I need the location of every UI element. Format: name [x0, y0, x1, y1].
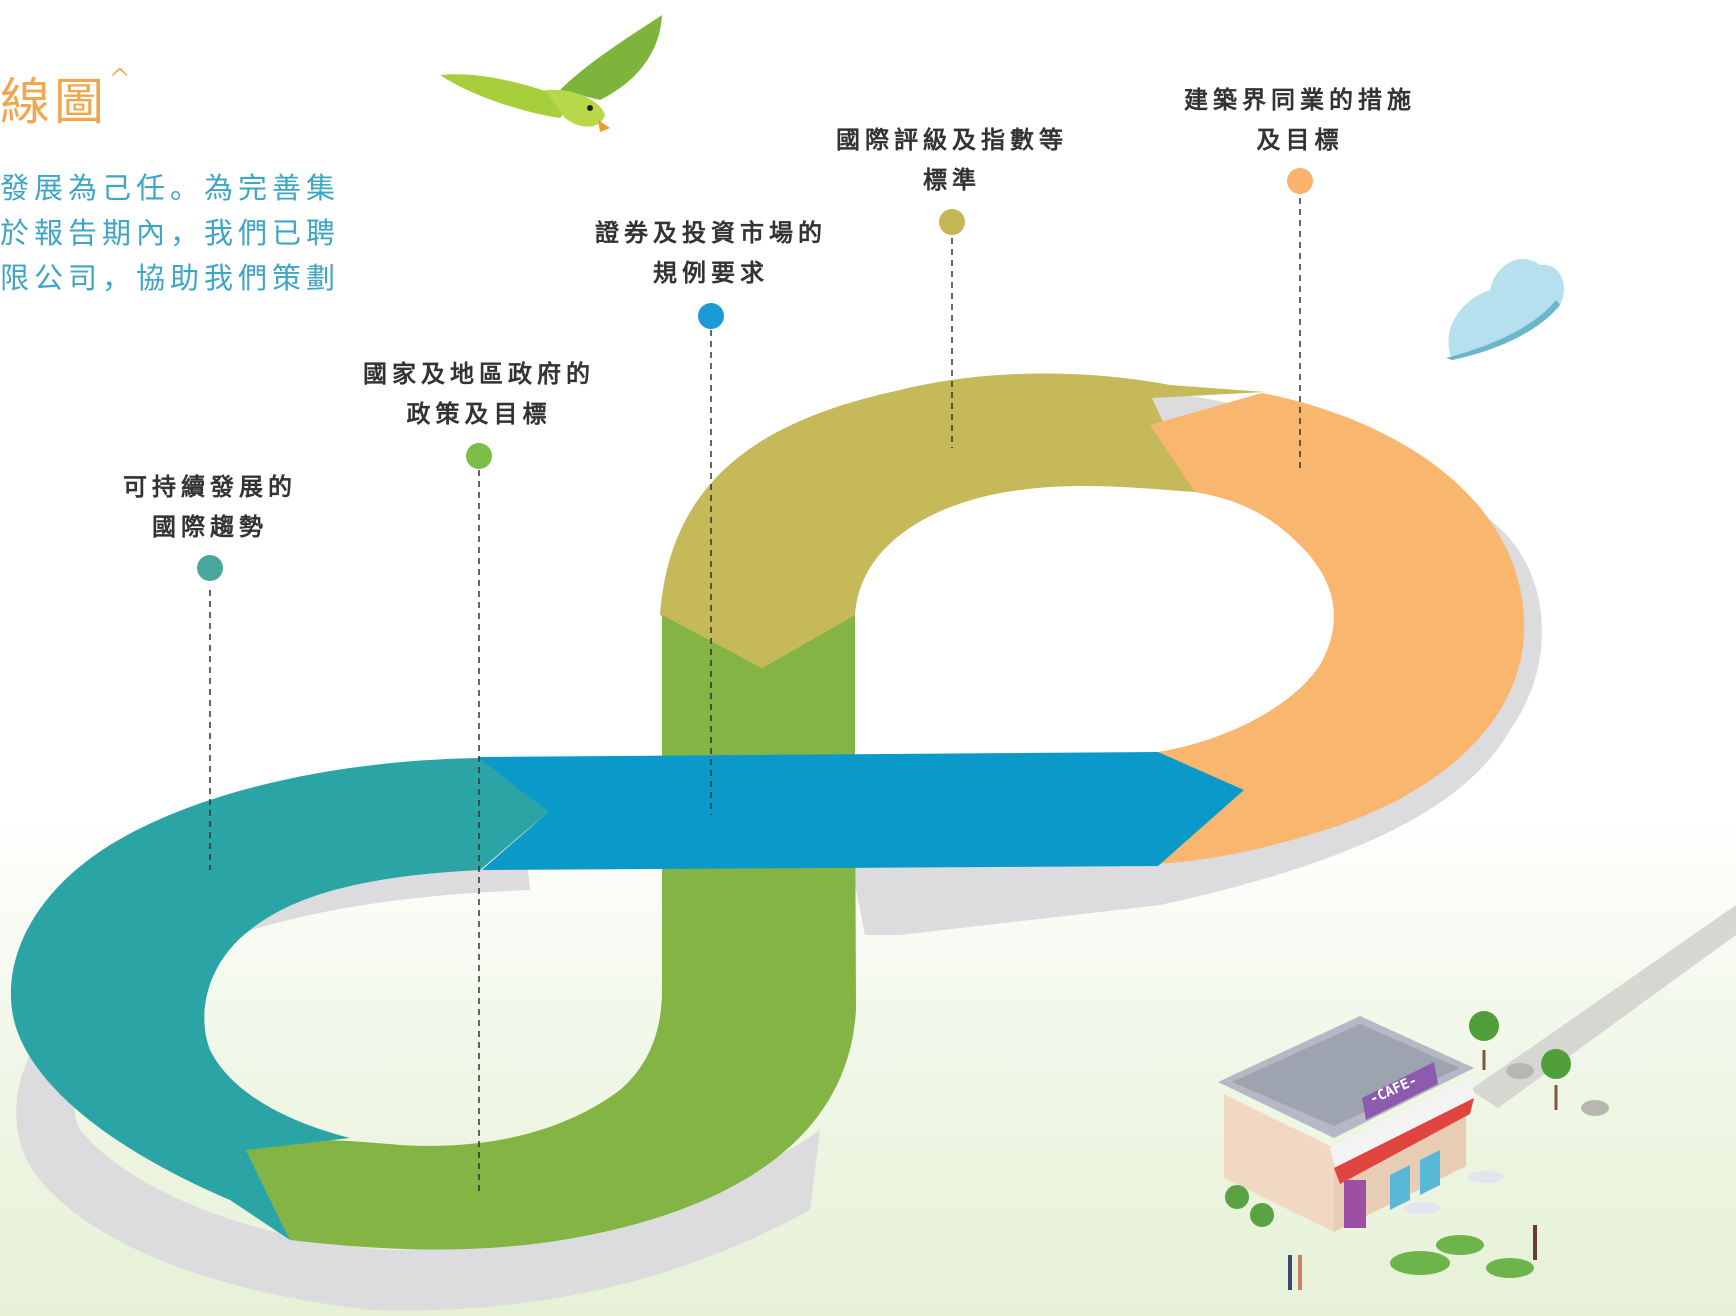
milestone-dot-4: [939, 209, 965, 235]
milestone-label-industry-peers: 建築界同業的措施及目標: [1184, 86, 1416, 154]
milestone-dot-1: [197, 555, 223, 581]
intro-line: 限公司，協助我們策劃: [0, 261, 341, 295]
milestone-dot-3: [698, 303, 724, 329]
milestone-label-ratings-indices: 國際評級及指數等標準: [836, 126, 1068, 194]
milestone-label-government-policy: 國家及地區政府的政策及目標: [363, 360, 595, 428]
intro-paragraph: 發展為己任。為完善集 於報告期內，我們已聘 限公司，協助我們策劃: [0, 166, 340, 301]
band-green: [246, 615, 856, 1250]
milestone-label-global-trends: 可持續發展的國際趨勢: [123, 473, 297, 541]
tree-illustration: [1469, 1011, 1609, 1116]
road: [1470, 905, 1736, 1108]
milestone-label-market-regulation: 證券及投資市場的規例要求: [595, 219, 827, 287]
band-blue: [478, 752, 1244, 870]
page-heading: 線圖^: [0, 62, 136, 131]
milestone-dot-2: [466, 443, 492, 469]
milestone-dot-5: [1287, 168, 1313, 194]
cafe-illustration: -CAFE-: [1218, 1016, 1537, 1290]
band-orange: [1150, 393, 1525, 864]
cloud-illustration: [1446, 259, 1564, 360]
intro-line: 於報告期內，我們已聘: [0, 216, 341, 250]
band-teal: [10, 758, 549, 1240]
intro-line: 發展為己任。為完善集: [0, 171, 341, 205]
connector-lines: [209, 198, 1301, 1195]
band-olive: [660, 373, 1265, 668]
bird-illustration: [440, 15, 662, 132]
